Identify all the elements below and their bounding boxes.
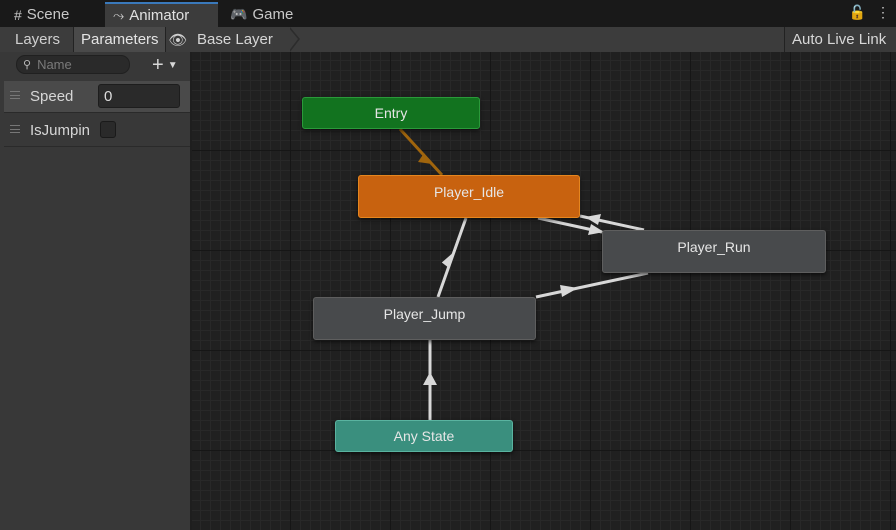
search-placeholder: Name [37, 57, 72, 72]
parameter-search-row: ⚲ Name + ▼ [0, 52, 190, 78]
state-node-player-run[interactable]: Player_Run [602, 230, 826, 273]
state-node-any-state[interactable]: Any State [335, 420, 513, 452]
parameter-name: Speed [30, 88, 74, 105]
lock-icon[interactable]: 🔓 [848, 4, 866, 20]
state-label: Any State [393, 428, 455, 444]
drag-handle-icon[interactable] [10, 125, 20, 133]
parameters-tab-button[interactable]: Parameters [74, 27, 166, 52]
state-machine-graph[interactable]: Entry Player_Idle Player_Run Player_Jump… [192, 52, 896, 530]
tab-scene[interactable]: # Scene [6, 2, 98, 27]
transition-arrow-icon [585, 214, 601, 225]
transition-links [398, 127, 649, 420]
speed-value-field[interactable]: 0 [98, 84, 180, 108]
state-node-entry[interactable]: Entry [302, 97, 480, 129]
animator-icon: ⤳ [113, 7, 125, 23]
parameter-search-input[interactable]: ⚲ Name [16, 55, 130, 74]
transition-run-to-jump[interactable] [535, 271, 649, 299]
kebab-menu-icon[interactable]: ⋮ [876, 4, 890, 20]
parameter-row-speed[interactable]: Speed 0 [4, 81, 190, 113]
grid-icon: # [14, 6, 22, 23]
tab-animator[interactable]: ⤳ Animator [105, 2, 218, 27]
transition-arrow-icon [441, 251, 455, 267]
breadcrumb-arrow-fill [288, 27, 298, 52]
add-parameter-button[interactable]: + ▼ [152, 54, 188, 76]
animator-toolbar: Layers Parameters 👁 Base Layer Auto Live… [0, 27, 896, 53]
state-node-player-jump[interactable]: Player_Jump [313, 297, 536, 340]
plus-icon: + [152, 53, 164, 76]
parameter-row-isjumping[interactable]: IsJumpin [4, 115, 190, 147]
transition-jump-to-idle[interactable] [436, 217, 468, 298]
isjumping-checkbox[interactable] [100, 121, 116, 138]
tab-animator-label: Animator [129, 7, 190, 24]
transition-arrow-icon [588, 224, 604, 235]
gamepad-icon: 🎮 [230, 6, 248, 22]
state-label: Player_Idle [433, 184, 505, 200]
state-label: Player_Jump [383, 306, 466, 322]
transition-arrow-icon [418, 153, 432, 164]
state-label: Player_Run [677, 239, 751, 255]
chevron-down-icon: ▼ [167, 59, 178, 71]
eye-icon[interactable]: 👁 [168, 31, 188, 49]
parameter-name: IsJumpin [30, 122, 91, 139]
tab-actions: 🔓 ⋮ [849, 4, 890, 21]
state-label: Entry [374, 105, 408, 121]
search-icon: ⚲ [23, 59, 32, 71]
transition-entry-to-idle[interactable] [398, 127, 444, 177]
layers-tab-button[interactable]: Layers [8, 27, 74, 52]
tab-scene-label: Scene [26, 6, 70, 23]
tab-game[interactable]: 🎮 Game [222, 2, 302, 27]
tab-game-label: Game [252, 6, 294, 23]
transition-arrow-icon [560, 285, 578, 297]
breadcrumb-base-layer[interactable]: Base Layer [197, 31, 273, 48]
window-tab-bar: # Scene ⤳ Animator 🎮 Game 🔓 ⋮ [0, 0, 896, 28]
parameters-panel: ⚲ Name + ▼ Speed 0 IsJumpin [0, 52, 192, 530]
transition-arrow-icon [423, 372, 437, 385]
drag-handle-icon[interactable] [10, 91, 20, 99]
auto-live-link-button[interactable]: Auto Live Link [784, 27, 896, 52]
state-node-player-idle[interactable]: Player_Idle [358, 175, 580, 218]
